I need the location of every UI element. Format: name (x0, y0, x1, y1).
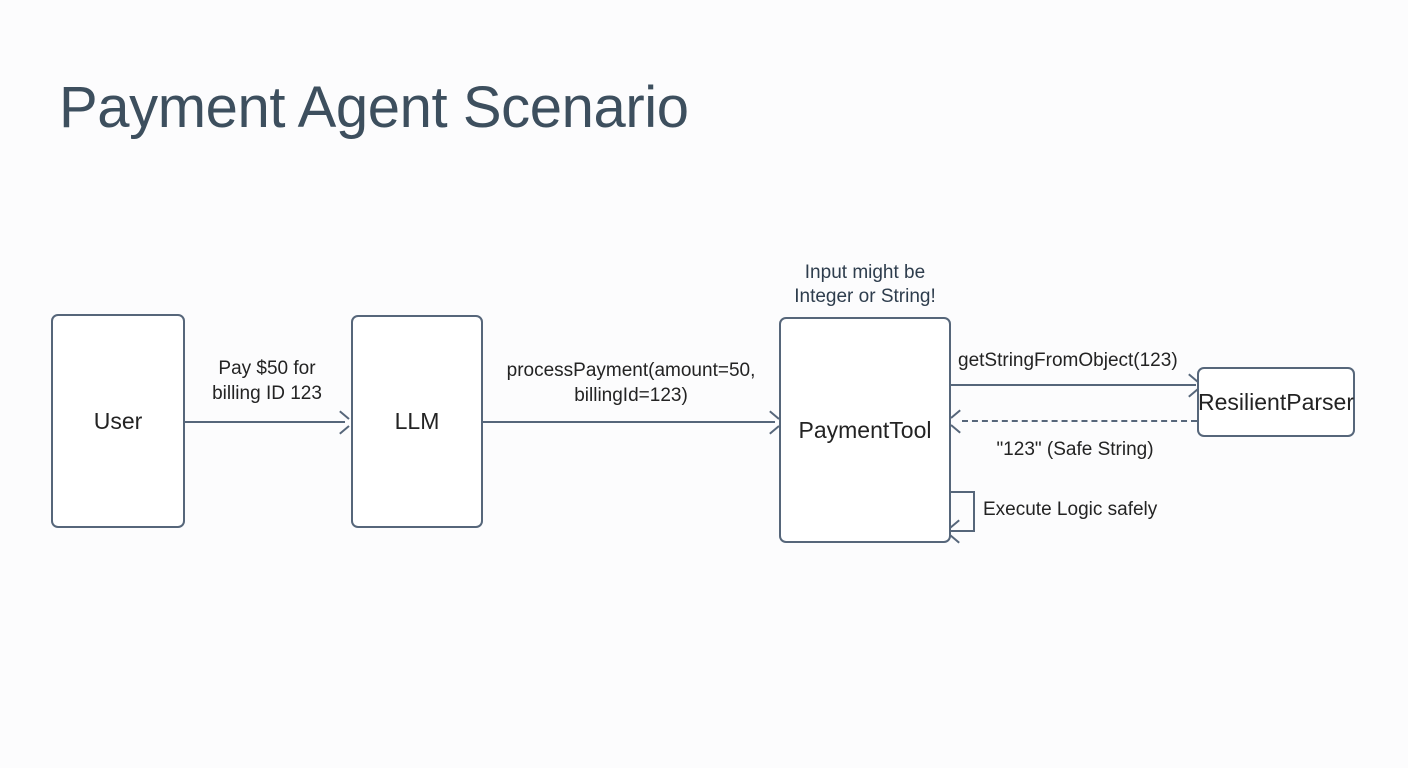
node-llm[interactable]: LLM (351, 315, 483, 528)
edge-llm-to-paymenttool-line (483, 421, 775, 423)
node-paymenttool[interactable]: PaymentTool (779, 317, 951, 543)
edge-paymenttool-to-parser-label: getStringFromObject(123) (958, 350, 1178, 371)
edge-paymenttool-self-right-line (973, 491, 975, 532)
edge-user-to-llm-line (185, 421, 345, 423)
edge-llm-to-paymenttool-label: processPayment(amount=50, billingId=123) (506, 360, 756, 406)
edge-user-to-llm-label: Pay $50 for billing ID 123 (212, 358, 322, 404)
edge-parser-to-paymenttool-label: "123" (Safe String) (996, 439, 1154, 460)
node-paymenttool-label: PaymentTool (798, 416, 932, 443)
page-title: Payment Agent Scenario (59, 75, 689, 140)
node-resilientparser-label: ResilientParser (1198, 388, 1354, 415)
edge-parser-to-paymenttool-arrowhead-icon (951, 414, 964, 427)
note-paymenttool-input-type: Input might be Integer or String! (794, 262, 936, 307)
edge-user-to-llm-arrowhead-icon (337, 415, 350, 428)
edge-paymenttool-to-parser-arrowhead-icon (1186, 378, 1199, 391)
node-llm-label: LLM (394, 408, 440, 434)
node-user[interactable]: User (51, 314, 185, 528)
edge-paymenttool-self-bottom-line (951, 530, 975, 532)
edge-parser-to-paymenttool-dashed-line (962, 420, 1197, 422)
edge-paymenttool-self-arrowhead-icon (950, 524, 963, 537)
edge-paymenttool-self-top-line (951, 491, 975, 493)
node-user-label: User (93, 407, 143, 434)
node-resilientparser[interactable]: ResilientParser (1197, 367, 1355, 437)
edge-paymenttool-to-parser-line (951, 384, 1196, 386)
edge-paymenttool-self-label: Execute Logic safely (983, 499, 1158, 520)
edge-llm-to-paymenttool-arrowhead-icon (767, 415, 780, 428)
